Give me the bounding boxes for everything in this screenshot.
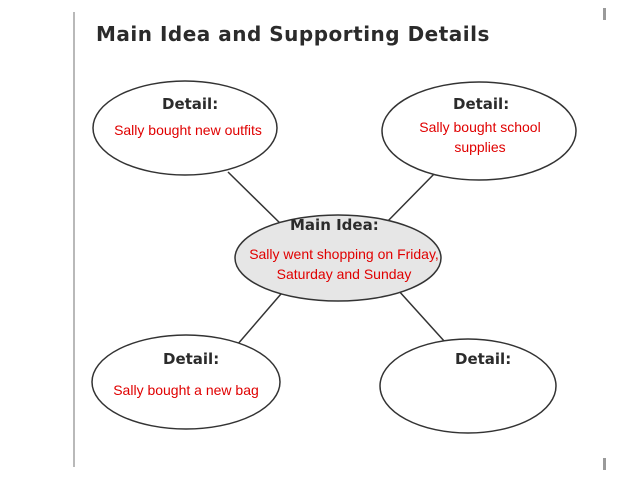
detail-oval-top-right: [381, 81, 577, 181]
detail-oval-bottom-left: [91, 334, 281, 430]
page-title: Main Idea and Supporting Details: [96, 22, 490, 46]
detail-text-top-right: Sally bought school supplies: [419, 119, 541, 155]
detail-heading-bottom-right: Detail:: [455, 350, 512, 368]
connector-bottom-right: [397, 289, 446, 343]
detail-text-top-left: Sally bought new outfits: [114, 122, 262, 138]
frame-corner-mark-top: [603, 8, 606, 20]
main-idea-text: Sally went shopping on Friday, Saturday …: [249, 246, 439, 282]
main-idea-heading: Main Idea:: [290, 216, 379, 234]
detail-oval-top-left: [92, 80, 278, 176]
detail-text-bottom-left: Sally bought a new bag: [113, 382, 259, 398]
detail-oval-bottom-right: [379, 338, 557, 434]
frame-corner-mark-bottom: [603, 458, 606, 470]
main-idea-oval: [234, 214, 442, 302]
frame-left-edge: [73, 12, 75, 467]
detail-heading-top-right: Detail:: [453, 95, 510, 113]
detail-heading-bottom-left: Detail:: [163, 350, 220, 368]
connector-top-right: [382, 170, 438, 227]
connector-bottom-left: [236, 286, 288, 346]
detail-heading-top-left: Detail:: [162, 95, 219, 113]
connector-top-left: [227, 171, 286, 229]
